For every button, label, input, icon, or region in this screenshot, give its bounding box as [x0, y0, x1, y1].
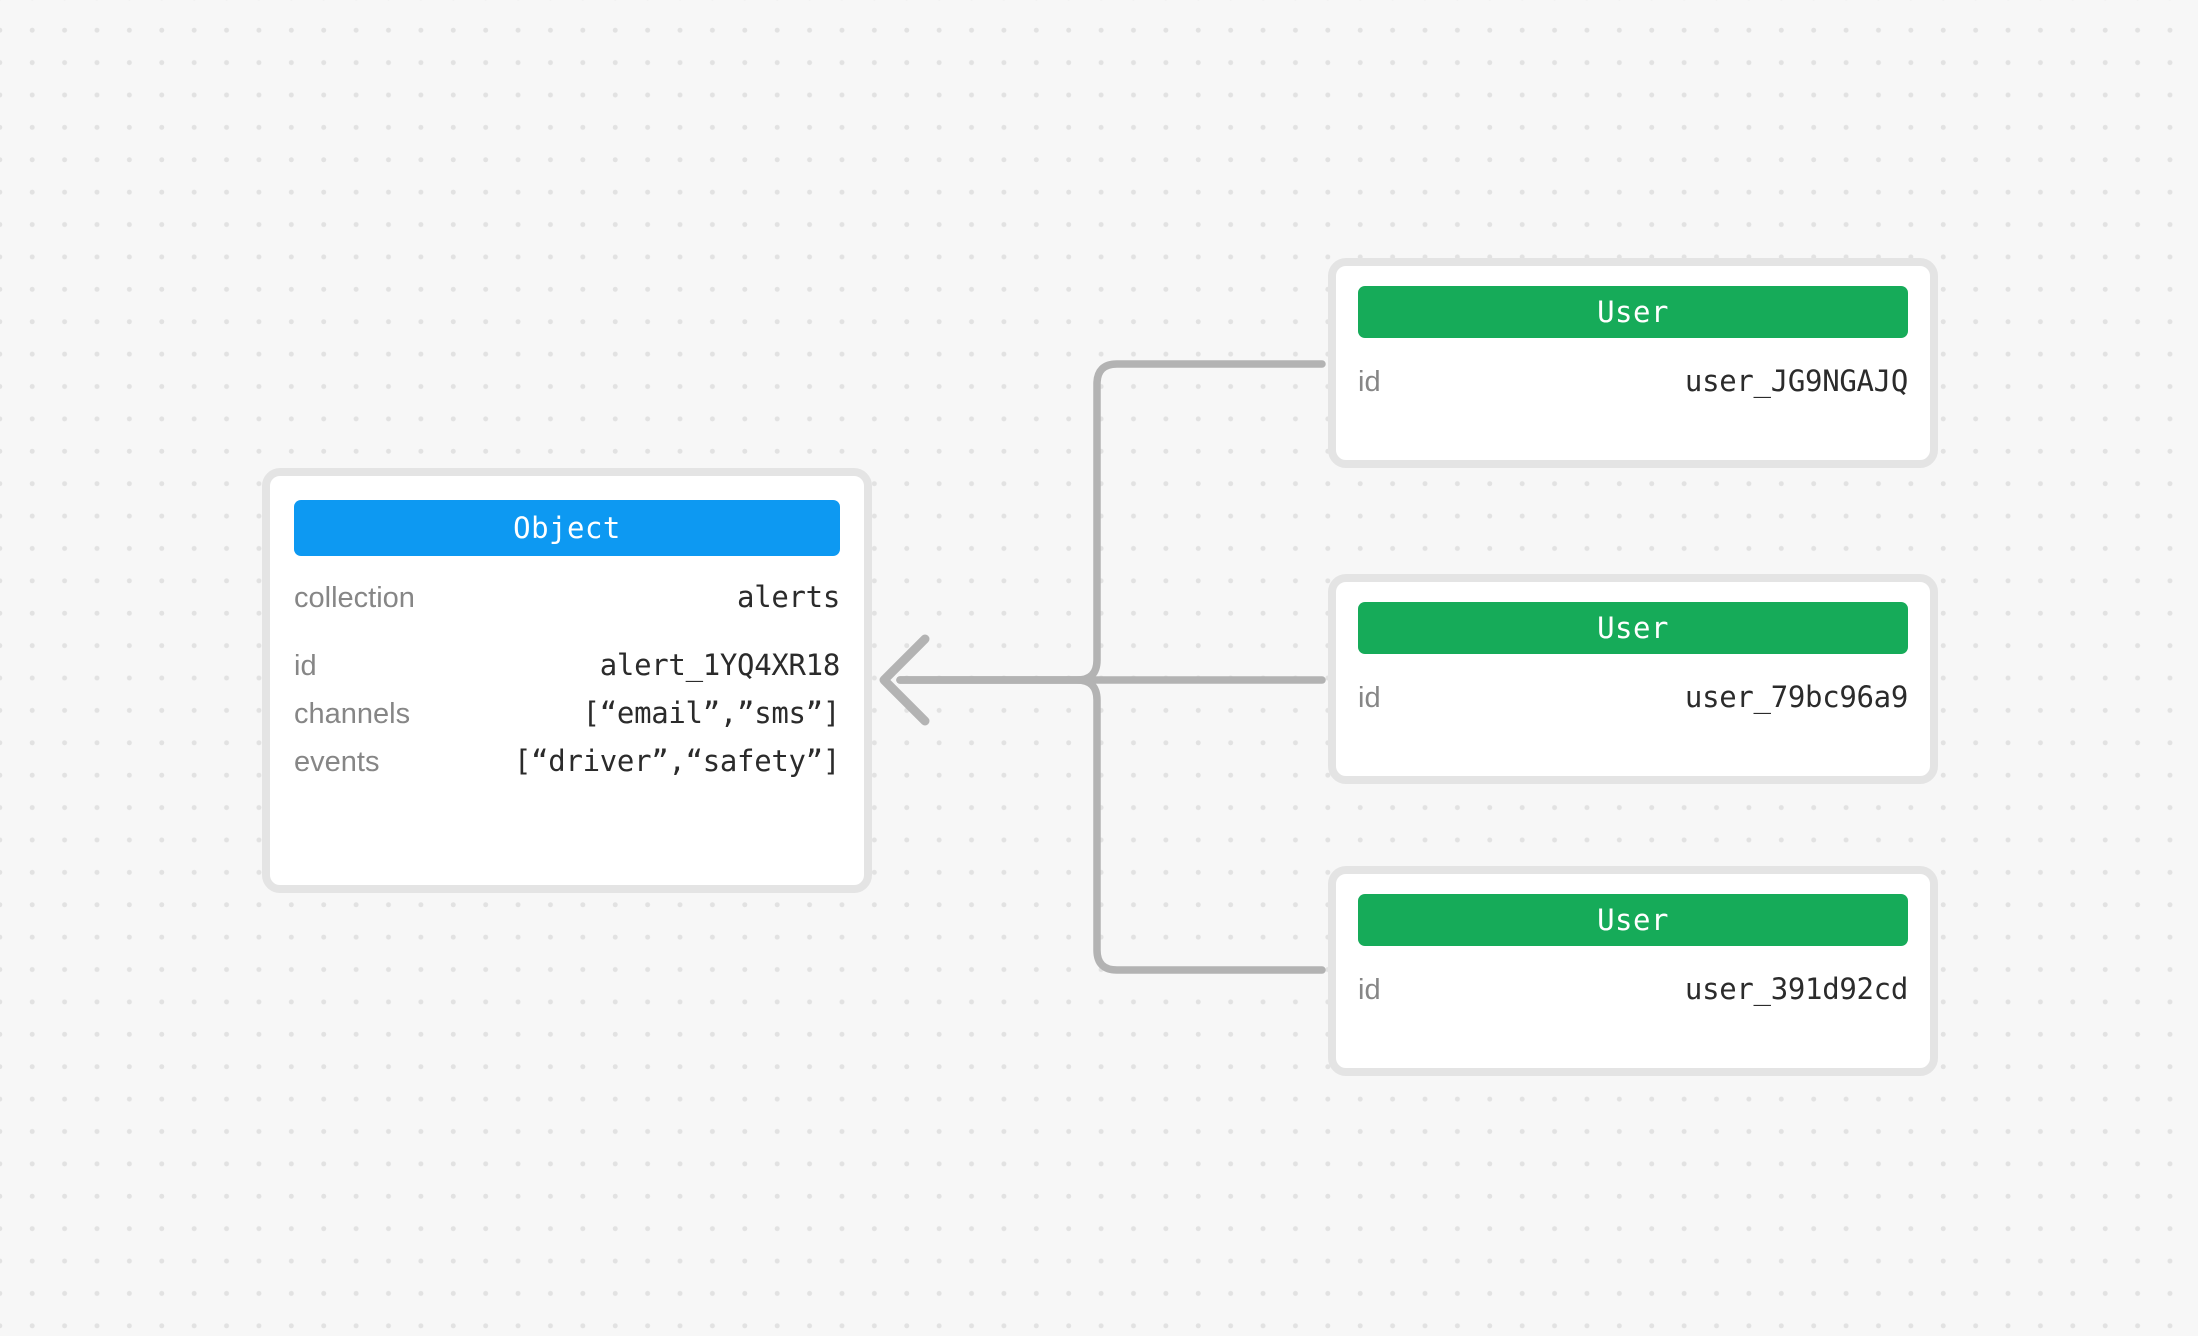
node-user-1-type-label: User	[1597, 295, 1669, 329]
field-row-collection[interactable]: collection alerts	[294, 580, 840, 628]
field-value-id: user_391d92cd	[1684, 972, 1908, 1006]
field-row-channels[interactable]: channels [“email”,”sms”]	[294, 696, 840, 744]
node-user-2-fields: id user_79bc96a9	[1336, 680, 1930, 728]
node-user-1-type-badge: User	[1358, 286, 1908, 338]
field-row-id[interactable]: id user_JG9NGAJQ	[1358, 364, 1908, 412]
node-user-1[interactable]: User id user_JG9NGAJQ	[1328, 258, 1938, 468]
field-key-id: id	[294, 650, 317, 682]
node-user-3-fields: id user_391d92cd	[1336, 972, 1930, 1020]
field-value-channels: [“email”,”sms”]	[582, 696, 841, 730]
edge-user-1-to-object	[896, 360, 1326, 684]
node-user-2[interactable]: User id user_79bc96a9	[1328, 574, 1938, 784]
node-user-3-type-label: User	[1597, 903, 1669, 937]
field-group-separator	[294, 628, 840, 648]
field-key-id: id	[1358, 366, 1381, 398]
node-user-2-type-label: User	[1597, 611, 1669, 645]
field-value-id: user_JG9NGAJQ	[1684, 364, 1908, 398]
node-object-type-label: Object	[513, 511, 621, 545]
node-object-fields: collection alerts id alert_1YQ4XR18 chan…	[270, 556, 864, 792]
node-object[interactable]: Object collection alerts id alert_1YQ4XR…	[262, 468, 872, 893]
field-key-collection: collection	[294, 582, 415, 614]
node-user-3-type-badge: User	[1358, 894, 1908, 946]
field-key-channels: channels	[294, 698, 411, 730]
field-value-id: user_79bc96a9	[1684, 680, 1908, 714]
field-row-events[interactable]: events [“driver”,“safety”]	[294, 744, 840, 792]
field-key-events: events	[294, 746, 380, 778]
field-row-id[interactable]: id user_79bc96a9	[1358, 680, 1908, 728]
edge-arrowhead-icon	[879, 634, 930, 726]
field-row-id[interactable]: id user_391d92cd	[1358, 972, 1908, 1020]
edge-user-3-to-object	[896, 676, 1326, 974]
field-value-id: alert_1YQ4XR18	[599, 648, 841, 682]
field-value-events: [“driver”,“safety”]	[513, 744, 840, 778]
node-user-2-type-badge: User	[1358, 602, 1908, 654]
field-row-id[interactable]: id alert_1YQ4XR18	[294, 648, 840, 696]
field-value-collection: alerts	[737, 580, 840, 614]
node-user-1-fields: id user_JG9NGAJQ	[1336, 364, 1930, 412]
node-object-type-badge: Object	[294, 500, 840, 556]
field-key-id: id	[1358, 682, 1381, 714]
node-user-3[interactable]: User id user_391d92cd	[1328, 866, 1938, 1076]
field-key-id: id	[1358, 974, 1381, 1006]
